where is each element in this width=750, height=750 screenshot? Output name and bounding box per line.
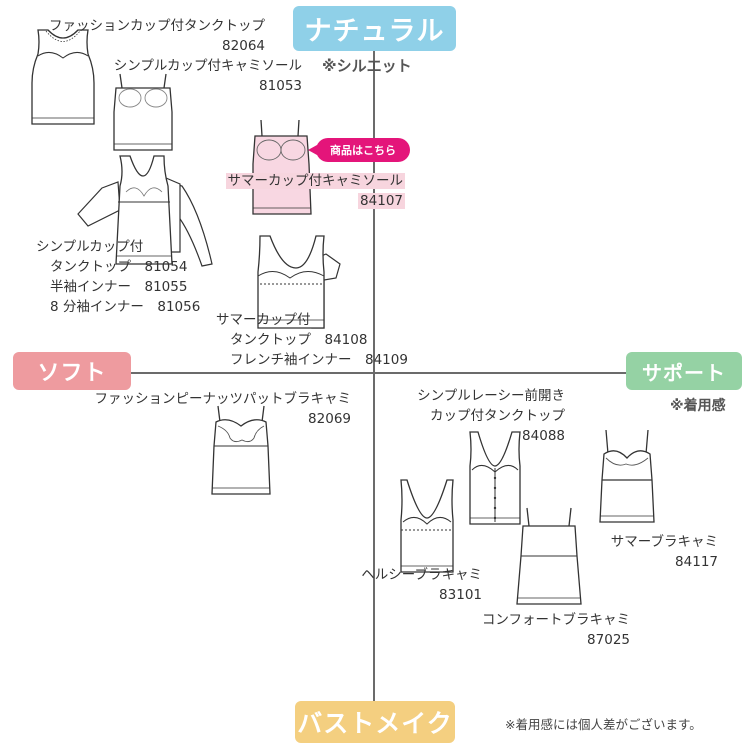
product-name: ファッションカップ付タンクトップ	[49, 18, 265, 34]
product-name: シンプルレーシー前開き	[417, 388, 565, 404]
bra-cami-illustration-84117[interactable]	[598, 428, 656, 524]
footnote: ※着用感には個人差がございます。	[505, 717, 702, 732]
product-name-line2: カップ付タンクトップ	[430, 408, 565, 424]
bra-cami-illustration-83101[interactable]	[397, 478, 457, 574]
product-name: ファッションピーナッツパットブラキャミ	[94, 391, 352, 407]
bra-cami-illustration-82069[interactable]	[208, 404, 274, 496]
product-line-81056: 8 分袖インナー 81056	[50, 299, 201, 315]
product-label-84107[interactable]: サマーカップ付キャミソール 84107	[205, 171, 405, 211]
product-label-82064[interactable]: ファッションカップ付タンクトップ 82064	[10, 16, 265, 56]
product-code: 81053	[259, 78, 302, 94]
axis-note-fit: ※着用感	[670, 398, 726, 414]
vertical-axis-line	[373, 40, 375, 710]
product-code: 84107	[358, 193, 405, 209]
product-code: 87025	[587, 632, 630, 648]
camisole-illustration-81053[interactable]	[110, 72, 176, 152]
product-label-83101[interactable]: ヘルシーブラキャミ 83101	[340, 565, 482, 605]
product-name: ヘルシーブラキャミ	[361, 567, 482, 583]
product-label-84088[interactable]: シンプルレーシー前開き カップ付タンクトップ 84088	[390, 386, 565, 446]
product-code: 82069	[308, 411, 351, 427]
product-line-84108: タンクトップ 84108	[230, 332, 368, 348]
product-label-81054[interactable]: シンプルカップ付 タンクトップ 81054 半袖インナー 81055 8 分袖イ…	[36, 237, 200, 317]
product-name: シンプルカップ付キャミソール	[113, 58, 302, 74]
product-code: 82064	[222, 38, 265, 54]
product-line-81055: 半袖インナー 81055	[50, 279, 188, 295]
axis-label-soft: ソフト	[13, 352, 131, 390]
product-link-button[interactable]: 商品はこちら	[308, 138, 410, 162]
axis-label-support: サポート	[626, 352, 742, 390]
product-line-81054: タンクトップ 81054	[50, 259, 188, 275]
product-label-82069[interactable]: ファッションピーナッツパットブラキャミ 82069	[60, 389, 352, 429]
product-name: コンフォートブラキャミ	[481, 612, 630, 628]
product-label-81053[interactable]: シンプルカップ付キャミソール 81053	[90, 56, 302, 96]
product-line-84109: フレンチ袖インナー 84109	[230, 352, 408, 368]
axis-label-natural: ナチュラル	[293, 6, 456, 51]
simple-cup-set-illustration-81054[interactable]	[70, 152, 215, 274]
axis-label-bust-make: バストメイク	[295, 701, 455, 743]
product-code: 84088	[522, 428, 565, 444]
bra-cami-illustration-87025[interactable]	[515, 506, 583, 606]
product-code: 84117	[675, 554, 718, 570]
product-name: サマーカップ付	[216, 312, 311, 328]
axis-note-silhouette: ※シルエット	[322, 57, 412, 75]
product-name: サマーカップ付キャミソール	[225, 173, 405, 189]
product-name: サマーブラキャミ	[610, 534, 718, 550]
product-label-84108[interactable]: サマーカップ付 タンクトップ 84108 フレンチ袖インナー 84109	[216, 310, 408, 370]
front-open-tank-illustration-84088[interactable]	[466, 430, 524, 526]
summer-cup-set-illustration-84108[interactable]	[254, 232, 346, 332]
product-label-87025[interactable]: コンフォートブラキャミ 87025	[460, 610, 630, 650]
horizontal-axis-line	[80, 372, 640, 374]
product-name: シンプルカップ付	[36, 239, 144, 255]
product-code: 83101	[439, 587, 482, 603]
product-label-84117[interactable]: サマーブラキャミ 84117	[590, 532, 718, 572]
tank-top-illustration-82064[interactable]	[28, 28, 98, 128]
